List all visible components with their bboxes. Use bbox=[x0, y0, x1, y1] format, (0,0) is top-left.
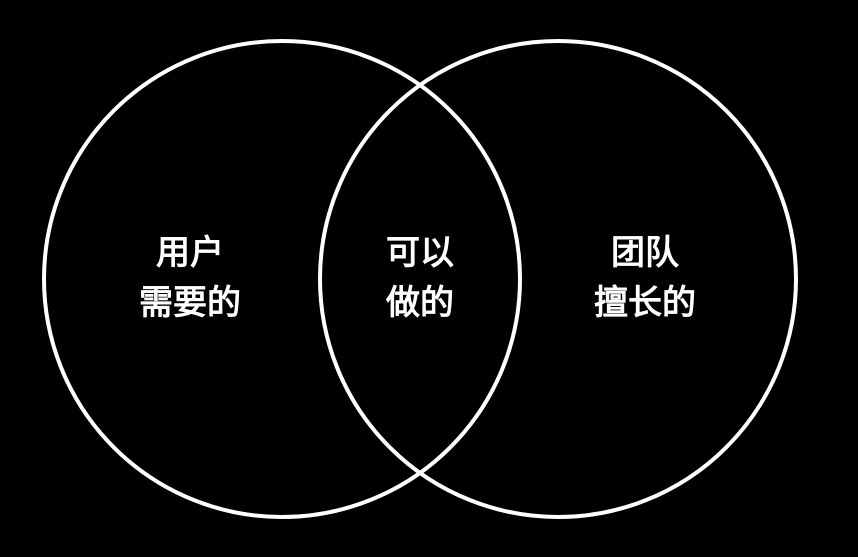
left-region-label: 用户 需要的 bbox=[100, 228, 280, 328]
left-label-line1: 用户 bbox=[156, 233, 224, 273]
right-label-line1: 团队 bbox=[611, 233, 679, 273]
right-region-label: 团队 擅长的 bbox=[555, 228, 735, 328]
right-label-line2: 擅长的 bbox=[594, 283, 696, 323]
left-label-line2: 需要的 bbox=[139, 283, 241, 323]
overlap-label-line1: 可以 bbox=[386, 233, 454, 273]
right-circle bbox=[318, 39, 798, 519]
left-circle bbox=[42, 39, 522, 519]
overlap-label-line2: 做的 bbox=[386, 283, 454, 323]
overlap-region-label: 可以 做的 bbox=[330, 228, 510, 328]
